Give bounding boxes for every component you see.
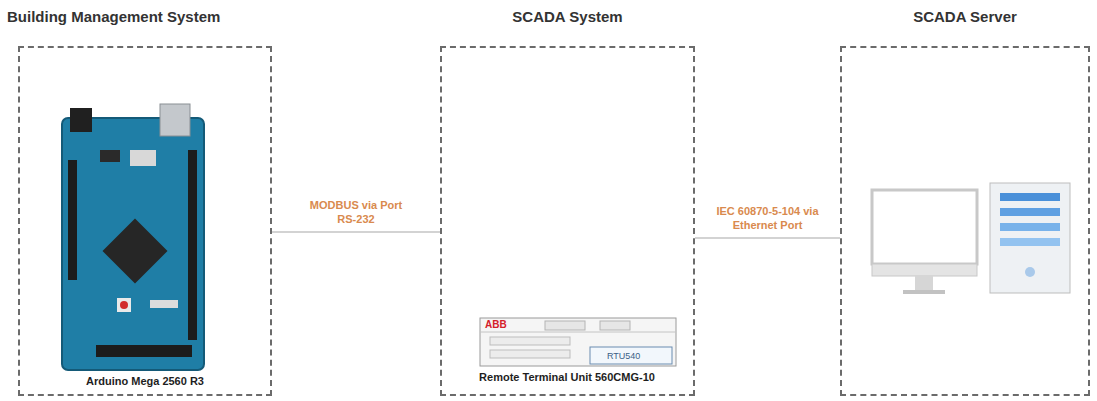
- monitor-bezel: [872, 264, 977, 276]
- protocol-label: IEC 60870-5-104 via Ethernet Port: [714, 204, 822, 232]
- box-heading: SCADA System: [512, 8, 622, 25]
- rtu-detail: [600, 321, 630, 330]
- device-caption: Arduino Mega 2560 R3: [30, 374, 260, 388]
- system-box: SCADA Server: [840, 46, 1090, 396]
- rtu-detail: [490, 350, 570, 358]
- device-caption: Remote Terminal Unit 560CMG-10: [472, 370, 662, 384]
- protocol-label: MODBUS via Port RS-232: [304, 198, 408, 226]
- server-bay: [1000, 193, 1060, 201]
- reset-button: [120, 301, 128, 309]
- component: [100, 150, 120, 162]
- server-bay: [1000, 208, 1060, 216]
- rtu-detail: [545, 321, 585, 330]
- server-bay: [1000, 223, 1060, 231]
- power-jack: [70, 108, 92, 132]
- rtu-module: [590, 347, 672, 364]
- pin-header: [96, 345, 192, 357]
- server-bay: [1000, 238, 1060, 246]
- reset-button: [117, 298, 131, 312]
- usb-port: [160, 104, 190, 136]
- module-label: RTU540: [607, 351, 640, 361]
- rtu-housing: [480, 318, 676, 366]
- brand-label: ABB: [485, 320, 507, 330]
- system-box: SCADA SystemRemote Terminal Unit 560CMG-…: [440, 46, 695, 396]
- server-tower: [990, 183, 1070, 293]
- pin-header: [68, 160, 77, 280]
- monitor-stand: [903, 290, 945, 294]
- box-heading: Building Management System: [7, 8, 220, 25]
- component: [150, 300, 178, 308]
- rtu-detail: [480, 332, 676, 333]
- crystal: [130, 150, 156, 166]
- power-button: [1025, 267, 1035, 277]
- mcu-chip: [102, 218, 167, 283]
- link-line: [272, 231, 440, 232]
- pin-header: [188, 150, 197, 340]
- box-heading: SCADA Server: [913, 8, 1017, 25]
- link-line: [695, 237, 840, 238]
- arduino-board: [62, 118, 204, 370]
- system-box: Building Management SystemArduino Mega 2…: [18, 46, 272, 396]
- rtu-detail: [490, 337, 570, 345]
- monitor: [872, 190, 977, 264]
- monitor-stand: [915, 276, 933, 290]
